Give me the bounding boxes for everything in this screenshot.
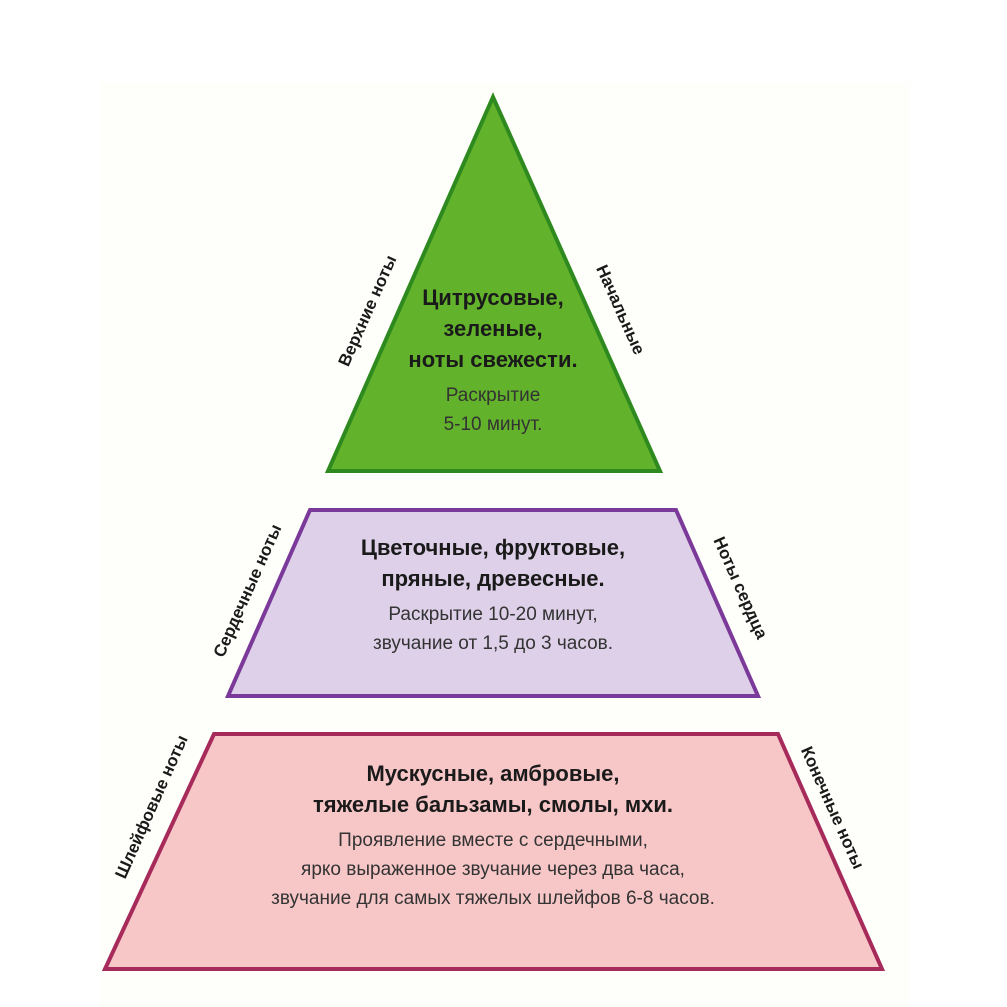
bottom-tier-heading: Мускусные, амбровые, тяжелые бальзамы, с… [193, 758, 793, 820]
top-details-line: 5-10 минут. [443, 414, 543, 435]
bottom-tier-trapezoid [101, 732, 886, 971]
top-details-line: Раскрытие [445, 385, 541, 406]
bottom-details-line: ярко выраженное звучание через два часа, [301, 859, 685, 880]
middle-details-line: звучание от 1,5 до 3 часов. [372, 633, 614, 654]
top-heading-line: Цитрусовые, [422, 285, 564, 310]
bottom-details-line: звучание для самых тяжелых шлейфов 6-8 ч… [271, 888, 715, 909]
bottom-heading-line: Мускусные, амбровые, [366, 761, 620, 786]
middle-tier-details: Раскрытие 10-20 минут, звучание от 1,5 д… [318, 600, 668, 658]
top-tier-heading: Цитрусовые, зеленые, ноты свежести. [393, 282, 593, 375]
top-tier-text: Цитрусовые, зеленые, ноты свежести. Раск… [393, 282, 593, 439]
bottom-tier-text: Мускусные, амбровые, тяжелые бальзамы, с… [193, 758, 793, 913]
middle-heading-line: пряные, древесные. [381, 566, 605, 591]
middle-tier-trapezoid [224, 508, 762, 698]
middle-tier-heading: Цветочные, фруктовые, пряные, древесные. [318, 532, 668, 594]
bottom-details-line: Проявление вместе с сердечными, [338, 830, 648, 851]
top-tier-details: Раскрытие 5-10 минут. [393, 381, 593, 439]
top-heading-line: зеленые, [443, 316, 543, 341]
top-heading-line: ноты свежести. [408, 347, 578, 372]
top-tier-triangle [324, 92, 664, 473]
middle-heading-line: Цветочные, фруктовые, [360, 535, 626, 560]
bottom-heading-line: тяжелые бальзамы, смолы, мхи. [312, 792, 673, 817]
middle-tier-text: Цветочные, фруктовые, пряные, древесные.… [318, 532, 668, 658]
middle-details-line: Раскрытие 10-20 минут, [388, 604, 598, 625]
bottom-tier-details: Проявление вместе с сердечными, ярко выр… [193, 826, 793, 913]
